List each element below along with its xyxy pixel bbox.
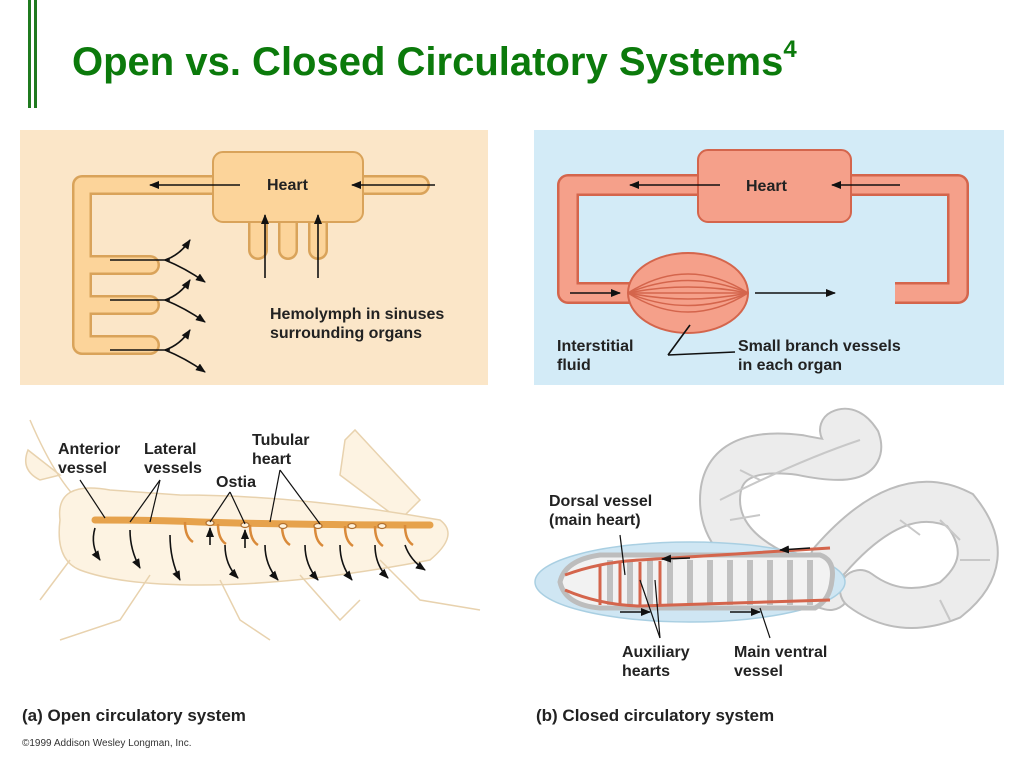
- branch-line2: in each organ: [738, 357, 843, 374]
- closed-flow-arrows: [570, 181, 900, 356]
- interstitial-line1: Interstitial: [557, 338, 634, 355]
- open-system-caption: (a) Open circulatory system: [22, 706, 246, 725]
- slide-accent-bar: [28, 0, 31, 108]
- tubular-line1: Tubular: [252, 432, 310, 449]
- ventral-line1: Main ventral: [734, 644, 828, 661]
- open-heart-chamber: [212, 151, 364, 223]
- lateral-line2: vessels: [144, 460, 202, 477]
- worm-flow-arrows: [620, 545, 811, 616]
- closed-heart-label: Heart: [746, 178, 787, 195]
- open-vessel-network: [72, 151, 430, 355]
- capillary-bed: [627, 252, 749, 334]
- insect-flow-arrows: [91, 527, 426, 581]
- slide-title: Open vs. Closed Circulatory Systems4: [72, 36, 797, 85]
- insect-leader-lines: [79, 469, 321, 525]
- grasshopper-body: [25, 419, 481, 641]
- worm-segment-lines: [719, 439, 990, 621]
- tubular-heart-label: Tubular heart: [252, 431, 309, 469]
- dorsal-line2: (main heart): [549, 512, 641, 529]
- open-heart-label: Heart: [267, 177, 308, 194]
- closed-system-caption: (b) Closed circulatory system: [536, 706, 775, 725]
- lateral-line1: Lateral: [144, 441, 197, 458]
- anterior-vessel-label: Anterior vessel: [58, 440, 120, 478]
- lateral-vessels-label: Lateral vessels: [144, 440, 202, 478]
- aux-line2: hearts: [622, 663, 671, 680]
- ventral-line2: vessel: [734, 663, 783, 680]
- hemolymph-label-line1: Hemolymph in sinuses: [270, 306, 445, 323]
- slide-accent-bar: [34, 0, 37, 108]
- dorsal-line1: Dorsal vessel: [549, 493, 653, 510]
- open-system-diagram: [20, 130, 488, 385]
- slide-title-text: Open vs. Closed Circulatory Systems: [72, 40, 784, 84]
- tubular-line2: heart: [252, 451, 292, 468]
- copyright-notice: ©1999 Addison Wesley Longman, Inc.: [22, 738, 192, 749]
- branch-line1: Small branch vessels: [738, 338, 901, 355]
- interstitial-fluid-label: Interstitial fluid: [557, 337, 633, 375]
- interstitial-line2: fluid: [557, 357, 591, 374]
- title-superscript: 4: [783, 36, 797, 63]
- main-ventral-vessel-label: Main ventral vessel: [734, 643, 827, 681]
- insect-illustration: [25, 419, 481, 641]
- worm-segments: [557, 552, 835, 611]
- worm-illustration: [534, 407, 999, 639]
- worm-vessels: [564, 546, 831, 608]
- ostia-label: Ostia: [216, 474, 257, 491]
- anterior-line2: vessel: [58, 460, 107, 477]
- closed-system-diagram: [534, 130, 1004, 385]
- hemolymph-label-line2: surrounding organs: [270, 325, 422, 342]
- worm-leader-lines: [619, 534, 771, 639]
- auxiliary-hearts-label: Auxiliary hearts: [622, 643, 690, 681]
- branch-vessels-label: Small branch vessels in each organ: [738, 337, 901, 375]
- dorsal-vessel-label: Dorsal vessel (main heart): [549, 492, 652, 530]
- insect-heart-vessel: [91, 516, 434, 548]
- anterior-line1: Anterior: [58, 441, 121, 458]
- hemolymph-label: Hemolymph in sinuses surrounding organs: [270, 305, 444, 343]
- closed-heart-chamber: [697, 149, 852, 223]
- aux-line1: Auxiliary: [622, 644, 690, 661]
- open-flow-arrows: [110, 181, 435, 373]
